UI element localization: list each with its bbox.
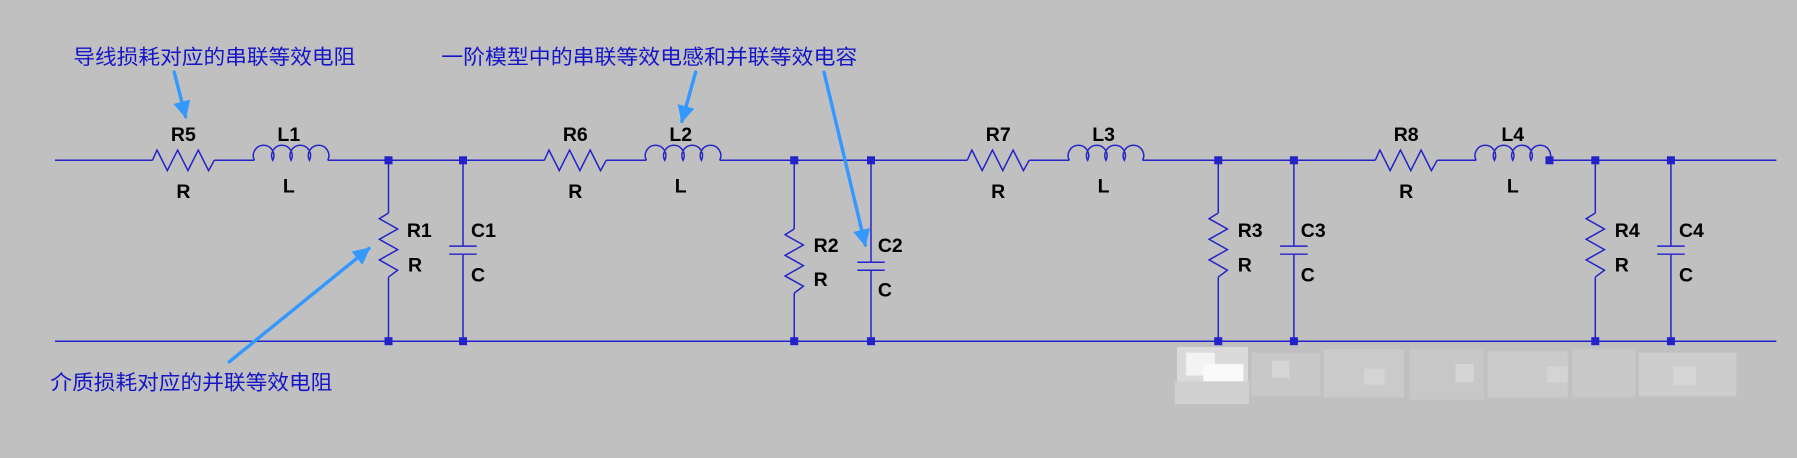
junction-dot [1214,337,1223,346]
component-value: R [1615,254,1629,276]
junction-dot [458,156,468,165]
inductor-symbol [644,144,722,162]
component-value: L [1098,175,1110,197]
component-value: L [1507,175,1519,197]
component-value: R [1238,254,1252,276]
arrow-to-c2-icon [822,70,871,247]
inductor-l3: L3 L [1067,124,1145,197]
component-ref: R1 [407,220,432,242]
inductor-symbol [1067,144,1145,162]
component-ref: L2 [669,124,692,146]
resistor-r6: R6 R [543,124,607,203]
junction-dot [866,337,876,346]
capacitor-symbol [449,245,477,255]
capacitor-c4: C4 C [1657,160,1704,342]
inductor-symbol [252,144,330,162]
resistor-r5: R5 R [151,124,215,203]
junction-dot [1289,337,1298,346]
junction-dot [1591,337,1600,346]
resistor-r2: R2 R [783,160,839,342]
junction-dot [1591,156,1600,165]
junction-dot [458,337,468,346]
junction-dot [1545,156,1554,165]
arrow-to-r1-icon [227,246,371,364]
component-value: C [1679,265,1693,287]
junction-dot [384,337,393,346]
arrow-to-l2-icon [677,70,698,124]
capacitor-symbol [1657,245,1685,255]
component-ref: R8 [1394,124,1419,146]
junction-dot [1666,156,1675,165]
component-ref: C1 [471,220,496,242]
component-ref: R2 [814,235,839,257]
component-ref: R3 [1238,220,1263,242]
component-value: R [991,181,1005,203]
component-value: R [408,254,422,276]
component-ref: C4 [1679,220,1704,242]
component-ref: R5 [171,124,196,146]
component-value: R [176,181,190,203]
junction-dot [866,156,876,165]
inductor-l4: L4 L [1474,124,1552,197]
annotation-shunt-resistance: 介质损耗对应的并联等效电阻 [50,370,332,394]
resistor-symbol [377,212,400,278]
junction-dot [384,156,393,165]
component-ref: C3 [1301,220,1326,242]
resistor-r4: R4 R [1584,160,1640,342]
junction-dot [790,337,799,346]
arrow-to-r5-icon [172,70,191,119]
resistor-symbol [1374,148,1438,173]
capacitor-c2: C2 C [857,160,903,342]
component-value: R [814,269,828,291]
junction-dots [384,156,1675,346]
component-ref: R7 [986,124,1011,146]
resistor-r8: R8 R [1374,124,1438,203]
capacitor-c1: C1 C [449,160,496,342]
annotation-lc-model: 一阶模型中的串联等效电感和并联等效电容 [441,45,857,69]
component-value: C [471,265,485,287]
annotation-series-resistance: 导线损耗对应的串联等效电阻 [73,45,355,69]
inductor-l1: L1 L [252,124,330,197]
resistor-symbol [151,148,215,173]
junction-dot [1289,156,1298,165]
resistor-symbol [966,148,1030,173]
resistor-r3: R3 R [1207,160,1263,342]
blurred-watermark [1174,346,1737,405]
inductor-l2: L2 L [644,124,722,197]
resistor-r7: R7 R [966,124,1030,203]
component-value: C [878,280,892,302]
component-ref: R4 [1615,220,1640,242]
component-ref: C2 [878,235,903,257]
component-ref: L4 [1501,124,1524,146]
component-value: C [1301,265,1315,287]
junction-dot [790,156,799,165]
component-value: L [283,175,295,197]
resistor-symbol [543,148,607,173]
resistor-symbol [1584,212,1606,278]
component-ref: L3 [1092,124,1115,146]
capacitor-symbol [1280,245,1308,255]
resistor-symbol [783,228,805,294]
capacitor-symbol [857,261,885,271]
component-value: R [568,181,582,203]
capacitor-c3: C3 C [1280,160,1326,342]
inductor-symbol [1474,144,1552,162]
component-ref: L1 [277,124,300,146]
component-value: R [1399,181,1413,203]
resistor-r1: R1 R [377,160,432,342]
junction-dot [1666,337,1675,346]
resistor-symbol [1207,212,1229,278]
component-value: L [675,175,687,197]
junction-dot [1214,156,1223,165]
component-ref: R6 [563,124,588,146]
